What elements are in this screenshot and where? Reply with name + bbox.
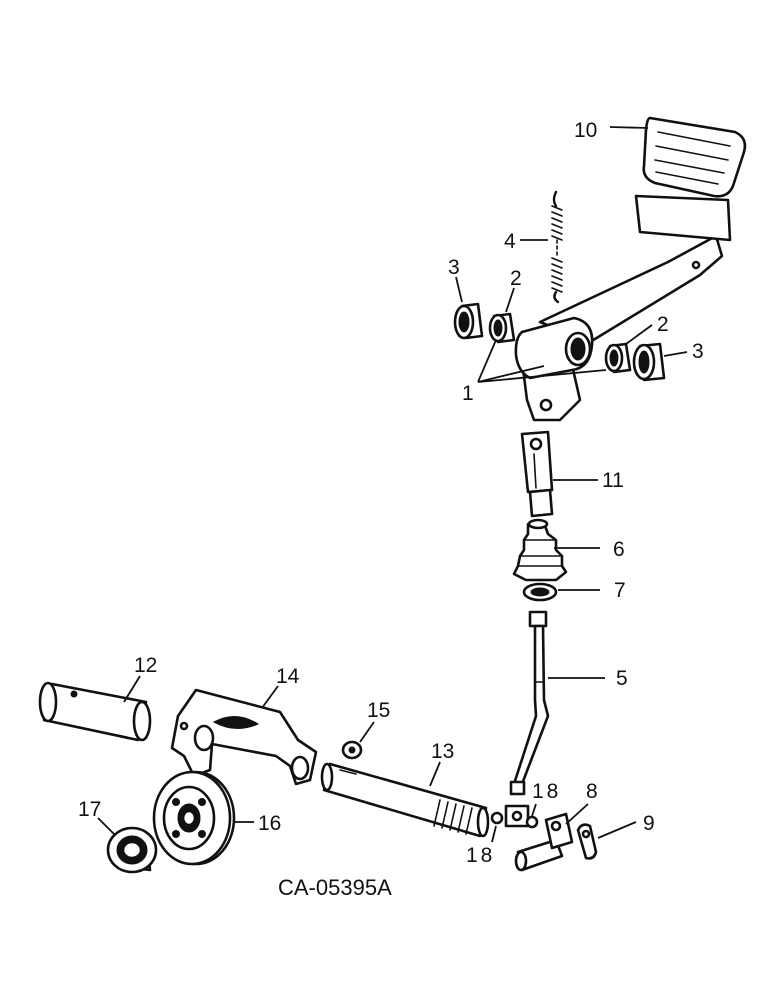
leader-3-right	[663, 351, 688, 357]
splined-shaft-13	[320, 762, 490, 838]
callout-14: 14	[276, 665, 300, 688]
leader-2-left	[505, 287, 515, 313]
clutch-lever-8	[514, 812, 574, 872]
leader-13	[429, 761, 441, 787]
rubber-boot-6	[512, 518, 568, 582]
key-9	[576, 823, 598, 860]
pin-18-left	[490, 811, 504, 825]
leader-14	[261, 685, 279, 709]
callout-3-left: 3	[448, 256, 460, 279]
actuating-rod-5	[504, 610, 550, 828]
pulley-16	[152, 770, 236, 866]
callout-10: 10	[574, 119, 597, 142]
callout-3-right: 3	[692, 340, 704, 363]
bearing-3-right	[632, 342, 666, 382]
leader-3-left	[455, 276, 463, 303]
callout-6: 6	[613, 538, 625, 561]
callout-7: 7	[614, 579, 626, 602]
bracket-14	[170, 688, 318, 786]
clevis-11	[520, 430, 554, 518]
callout-17: 17	[78, 798, 101, 821]
leader-12	[123, 675, 141, 703]
leader-8	[565, 803, 589, 825]
callout-4: 4	[504, 230, 516, 253]
leader-18-left	[491, 825, 497, 843]
pedal-pad-10	[642, 116, 747, 198]
leader-2-right	[625, 324, 653, 345]
leader-15	[359, 721, 375, 743]
callout-8: 8	[586, 780, 598, 803]
callout-1: 1	[462, 382, 474, 405]
callout-18-left: 18	[466, 844, 495, 867]
bushing-15	[341, 740, 363, 760]
callout-18-right: 18	[532, 780, 561, 803]
callout-16: 16	[258, 812, 281, 835]
seal-17	[106, 826, 158, 874]
callout-2-right: 2	[657, 313, 669, 336]
callout-5: 5	[616, 667, 628, 690]
return-spring-4	[551, 190, 563, 304]
callout-15: 15	[367, 699, 390, 722]
bushing-2-left	[488, 312, 516, 344]
callout-2-left: 2	[510, 267, 522, 290]
callout-9: 9	[643, 812, 655, 835]
callout-12: 12	[134, 654, 157, 677]
leader-9	[597, 821, 637, 839]
shaft-12	[38, 681, 152, 742]
pin-18-right	[525, 815, 539, 829]
leader-1	[477, 339, 607, 383]
callout-13: 13	[431, 740, 454, 763]
bearing-3-left	[453, 302, 484, 340]
leader-18-right	[531, 803, 537, 817]
leader-10	[609, 126, 649, 129]
leader-17	[97, 817, 115, 835]
bushing-2-right	[604, 342, 632, 374]
callout-11: 11	[602, 469, 624, 492]
figure-code: CA-05395A	[278, 875, 392, 900]
clutch-pedal-arm	[514, 194, 732, 422]
washer-7	[522, 582, 558, 602]
